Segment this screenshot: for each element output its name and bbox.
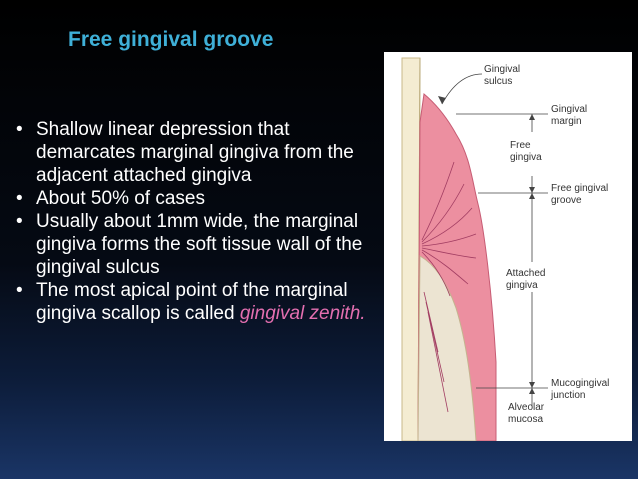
- bullet-marker: •: [16, 280, 23, 301]
- gingiva-diagram: Gingival sulcus Gingival margin Free gin…: [384, 52, 632, 441]
- bullet-item: • The most apical point of the marginal g…: [16, 279, 386, 325]
- bullet-item: • About 50% of cases: [16, 187, 386, 210]
- alveolar-bone: [417, 255, 477, 441]
- bullet-list: • Shallow linear depression that demarcat…: [16, 118, 386, 325]
- bullet-text: The most apical point of the marginal gi…: [36, 280, 348, 324]
- leader-lines: [441, 73, 548, 406]
- label-gingival-margin-2: margin: [551, 116, 582, 127]
- label-gingival-margin: Gingival: [551, 104, 587, 115]
- label-mucogingival-junction-2: junction: [550, 390, 585, 401]
- label-free-gingival-groove: Free gingival: [551, 183, 608, 194]
- bullet-marker: •: [16, 119, 23, 140]
- tooth-enamel: [401, 57, 421, 441]
- label-gingival-sulcus-2: sulcus: [484, 76, 512, 87]
- label-mucogingival-junction: Mucogingival: [551, 378, 609, 389]
- term-period: .: [360, 303, 366, 324]
- bullet-item: • Shallow linear depression that demarcat…: [16, 118, 386, 187]
- bullet-text: Usually about 1mm wide, the marginal gin…: [36, 211, 363, 278]
- label-free-gingiva: Free: [510, 140, 531, 151]
- gingiva-diagram-svg: Gingival sulcus Gingival margin Free gin…: [401, 57, 609, 441]
- gingival-fibers: [421, 161, 477, 413]
- gingival-zenith-term: gingival zenith: [239, 303, 361, 324]
- slide-title: Free gingival groove: [68, 28, 274, 51]
- label-free-gingiva-2: gingiva: [510, 152, 542, 163]
- label-alveolar-mucosa-2: mucosa: [508, 414, 543, 425]
- bullet-item: • Usually about 1mm wide, the marginal gi…: [16, 210, 386, 279]
- label-attached-gingiva-2: gingiva: [506, 280, 538, 291]
- label-alveolar-mucosa: Alveolar: [508, 402, 545, 413]
- label-attached-gingiva: Attached: [506, 268, 545, 279]
- bullet-text: Shallow linear depression that demarcate…: [36, 119, 354, 186]
- bullet-marker: •: [16, 188, 23, 209]
- label-gingival-sulcus: Gingival: [484, 64, 520, 75]
- bullet-text: About 50% of cases: [36, 188, 205, 209]
- bullet-marker: •: [16, 211, 23, 232]
- label-free-gingival-groove-2: groove: [551, 195, 582, 206]
- arrowheads: [438, 96, 535, 394]
